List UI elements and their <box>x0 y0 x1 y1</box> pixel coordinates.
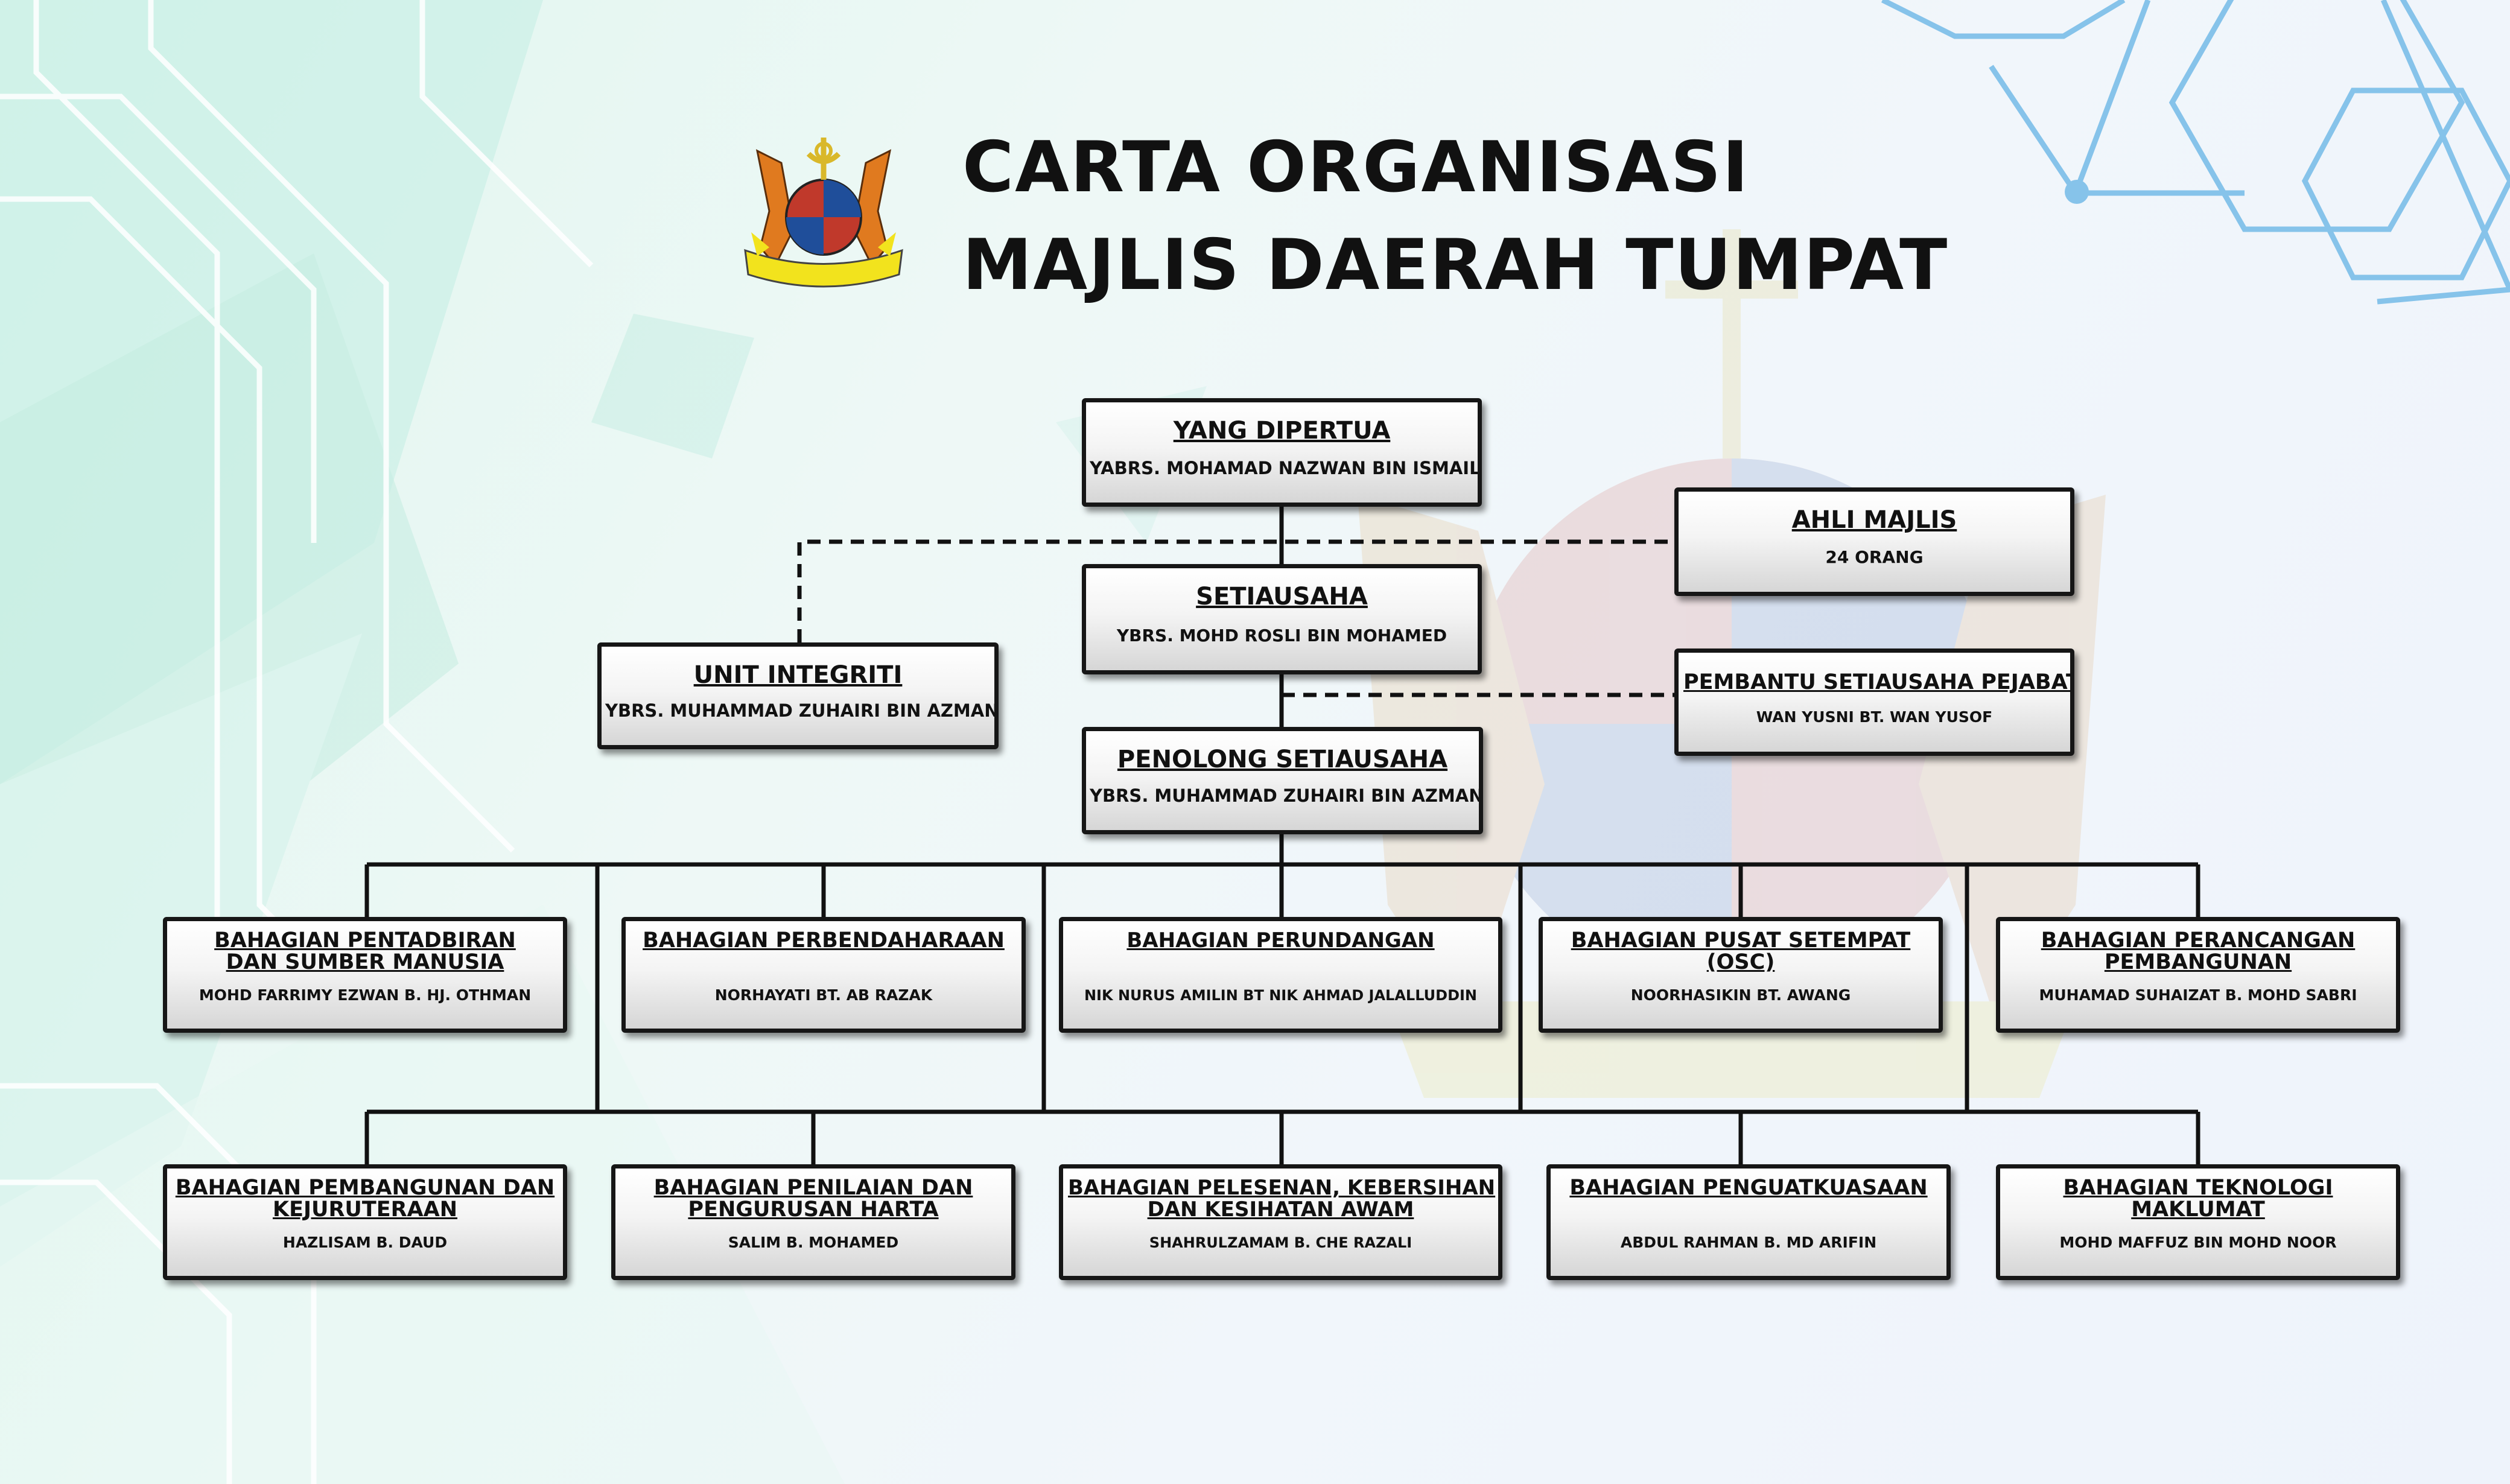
division-title-line-2: KEJURUTERAAN <box>272 1197 458 1222</box>
node-person: YBRS. MUHAMMAD ZUHAIRI BIN AZMAN <box>605 700 999 721</box>
division-title-line-1: BAHAGIAN PELESENAN, KEBERSIHAN <box>1068 1176 1496 1200</box>
division-title-line-1: BAHAGIAN PENILAIAN DAN <box>653 1176 973 1200</box>
division-title-line-1: BAHAGIAN PERUNDANGAN <box>1126 928 1435 953</box>
division-title-line-2: PENGURUSAN HARTA <box>688 1197 939 1222</box>
node-person: YBRS. MUHAMMAD ZUHAIRI BIN AZMAN <box>1090 785 1483 806</box>
division-head: MOHD MAFFUZ BIN MOHD NOOR <box>2059 1234 2337 1251</box>
division-head: NIK NURUS AMILIN BT NIK AHMAD JALALLUDDI… <box>1084 987 1478 1004</box>
division-head: MOHD FARRIMY EZWAN B. HJ. OTHMAN <box>199 986 532 1004</box>
node-person: YABRS. MOHAMAD NAZWAN BIN ISMAIL <box>1090 458 1481 478</box>
node-pembantu-setiausaha: PEMBANTU SETIAUSAHA PEJABAT WAN YUSNI BT… <box>1674 648 2074 756</box>
hexagon-network <box>1881 0 2510 305</box>
division-title: BAHAGIAN PERUNDANGAN <box>1068 930 1493 951</box>
division-title-line-1: BAHAGIAN PERBENDAHARAAN <box>643 928 1005 953</box>
page-title-line-1: CARTA ORGANISASI <box>962 127 1750 208</box>
node-title: SETIAUSAHA <box>1196 583 1368 610</box>
division-head: NORHAYATI BT. AB RAZAK <box>714 986 933 1004</box>
division-title: BAHAGIAN PUSAT SETEMPAT(OSC) <box>1548 930 1934 973</box>
division-head: ABDUL RAHMAN B. MD ARIFIN <box>1620 1234 1877 1251</box>
division-title-line-1: BAHAGIAN PENGUATKUASAAN <box>1569 1176 1928 1200</box>
division-head: NOORHASIKIN BT. AWANG <box>1630 986 1851 1004</box>
page-title-line-2: MAJLIS DAERAH TUMPAT <box>962 224 1949 306</box>
node-title: PEMBANTU SETIAUSAHA PEJABAT <box>1683 670 2074 694</box>
division-title-line-1: BAHAGIAN PEMBANGUNAN DAN <box>175 1176 555 1200</box>
node-title: AHLI MAJLIS <box>1791 506 1957 534</box>
circuit-lines <box>0 0 594 1484</box>
node-yang-dipertua: YANG DIPERTUA YABRS. MOHAMAD NAZWAN BIN … <box>1082 398 1482 507</box>
division-pusat-setempat: BAHAGIAN PUSAT SETEMPAT(OSC) NOORHASIKIN… <box>1539 917 1943 1033</box>
node-setiausaha: SETIAUSAHA YBRS. MOHD ROSLI BIN MOHAMED <box>1082 564 1482 674</box>
division-title-line-2: PEMBANGUNAN <box>2104 950 2292 974</box>
division-perbendaharaan: BAHAGIAN PERBENDAHARAAN NORHAYATI BT. AB… <box>621 917 1026 1033</box>
division-head: HAZLISAM B. DAUD <box>282 1234 448 1251</box>
division-title-line-1: BAHAGIAN PENTADBIRAN <box>214 928 516 953</box>
mdt-crest-icon <box>744 138 903 288</box>
division-penguatkuasaan: BAHAGIAN PENGUATKUASAAN ABDUL RAHMAN B. … <box>1546 1164 1951 1280</box>
node-person: YBRS. MOHD ROSLI BIN MOHAMED <box>1116 626 1447 645</box>
division-title: BAHAGIAN PENGUATKUASAAN <box>1555 1177 1942 1199</box>
node-title: UNIT INTEGRITI <box>693 661 903 689</box>
node-person: WAN YUSNI BT. WAN YUSOF <box>1756 708 1993 726</box>
node-unit-integriti: UNIT INTEGRITI YBRS. MUHAMMAD ZUHAIRI BI… <box>597 642 999 749</box>
division-perundangan: BAHAGIAN PERUNDANGAN NIK NURUS AMILIN BT… <box>1059 917 1502 1033</box>
node-title: PENOLONG SETIAUSAHA <box>1117 746 1448 773</box>
division-title-line-1: BAHAGIAN PERANCANGAN <box>2041 928 2356 953</box>
node-ahli-majlis: AHLI MAJLIS 24 ORANG <box>1674 487 2074 596</box>
division-title-line-1: BAHAGIAN PUSAT SETEMPAT <box>1571 928 1911 953</box>
network-node <box>2065 180 2089 204</box>
division-head: MUHAMAD SUHAIZAT B. MOHD SABRI <box>2039 986 2357 1004</box>
division-title-line-2: DAN SUMBER MANUSIA <box>226 950 504 974</box>
division-title-line-2: (OSC) <box>1706 950 1775 974</box>
division-title: BAHAGIAN PERBENDAHARAAN <box>631 930 1017 951</box>
division-title-line-2: DAN KESIHATAN AWAM <box>1147 1197 1414 1222</box>
node-title: YANG DIPERTUA <box>1173 417 1391 445</box>
division-head: SALIM B. MOHAMED <box>728 1234 899 1251</box>
division-head: SHAHRULZAMAM B. CHE RAZALI <box>1149 1234 1412 1251</box>
dashed-connector-integriti-ahli <box>797 539 1674 642</box>
division-title-line-1: BAHAGIAN TEKNOLOGI <box>2063 1176 2333 1200</box>
division-title-line-2: MAKLUMAT <box>2131 1197 2265 1222</box>
node-penolong-setiausaha: PENOLONG SETIAUSAHA YBRS. MUHAMMAD ZUHAI… <box>1082 727 1483 834</box>
node-person: 24 ORANG <box>1825 547 1924 567</box>
